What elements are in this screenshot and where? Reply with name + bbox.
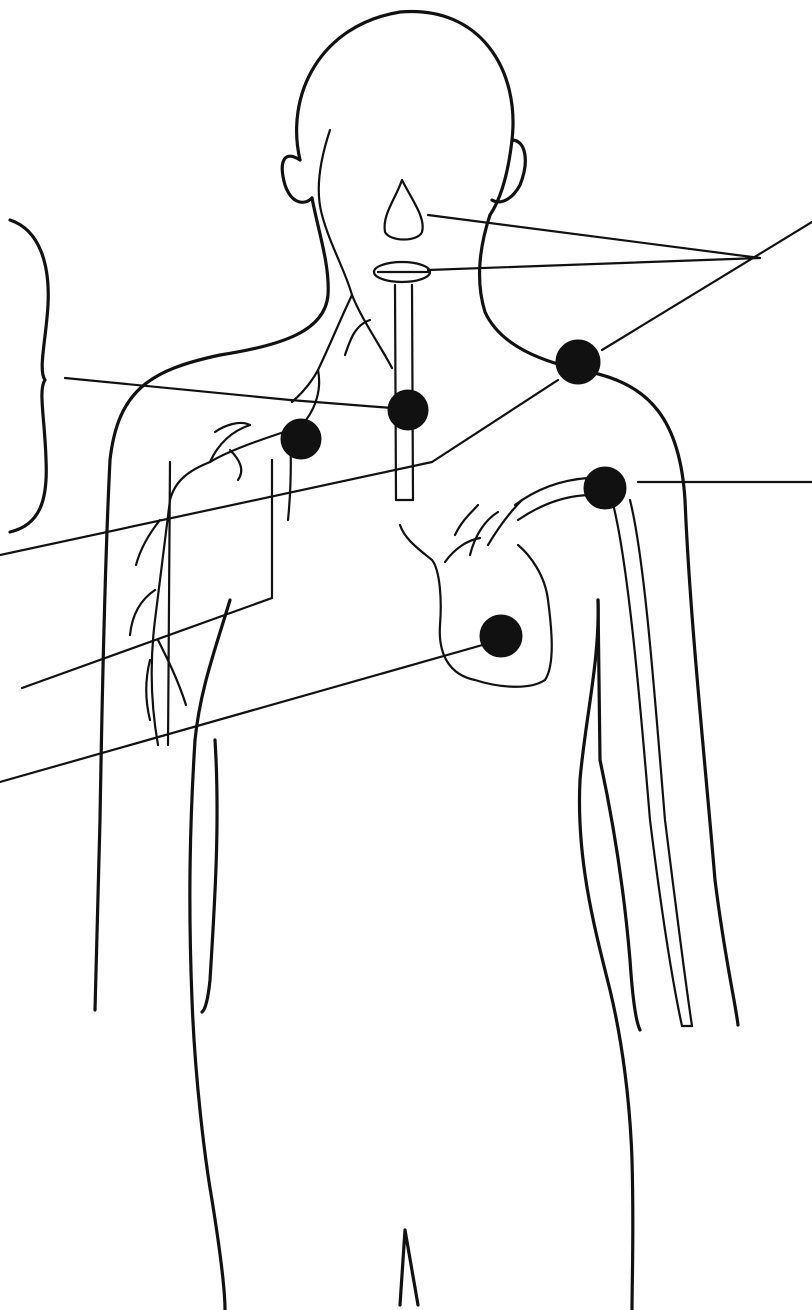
left-arm-artery-lines	[612, 500, 692, 1026]
marker-left-arm-artery	[584, 467, 626, 509]
right-arm-vessels	[130, 423, 291, 745]
neck-veins	[292, 130, 392, 420]
marker-neck-center	[388, 390, 428, 430]
bracket	[10, 220, 48, 532]
leader-bracket-2	[290, 400, 392, 408]
leader-heart	[0, 640, 500, 782]
torso-outline	[95, 198, 738, 1310]
leader-lines	[0, 215, 812, 782]
marker-heart	[480, 615, 522, 657]
marker-left-shoulder	[556, 340, 600, 384]
leader-nose	[428, 215, 760, 258]
markers	[281, 340, 626, 657]
face-features	[374, 180, 430, 282]
leader-clavicle-2	[432, 380, 558, 462]
marker-right-clavicle	[281, 419, 321, 459]
leader-mouth	[428, 258, 760, 270]
leader-clavicle	[0, 462, 432, 555]
leader-bracket	[65, 378, 290, 400]
